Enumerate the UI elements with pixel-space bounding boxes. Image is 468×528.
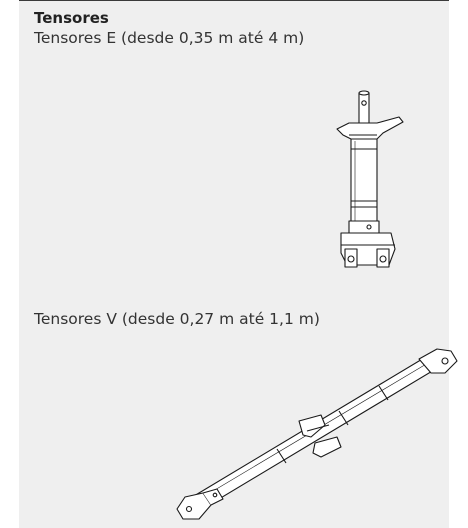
section-title: Tensores: [34, 9, 109, 27]
tensores-panel: Tensores Tensores E (desde 0,35 m até 4 …: [19, 0, 458, 528]
tensor-e-illustration: [336, 90, 404, 268]
tensor-e-label: Tensores E (desde 0,35 m até 4 m): [34, 29, 305, 47]
tensor-v-label: Tensores V (desde 0,27 m até 1,1 m): [34, 310, 320, 328]
tensor-v-illustration: [176, 348, 458, 520]
